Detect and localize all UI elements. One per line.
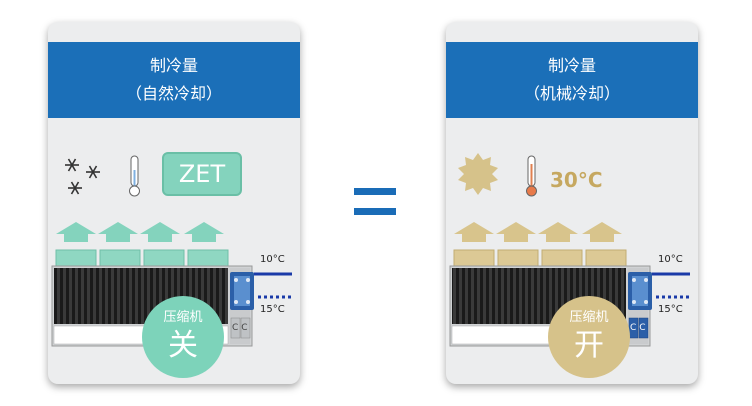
card-header: 制冷量 （机械冷却） (446, 42, 698, 118)
compressor-off-badge: 压缩机 关 (142, 296, 224, 378)
cc-label: CC (630, 323, 649, 333)
sun-icon (458, 153, 498, 195)
zet-status-box: ZET (162, 152, 242, 196)
fan-arrow-icon (56, 222, 224, 242)
equals-bar-bottom (354, 208, 396, 215)
badge-label: 压缩机 (569, 310, 609, 325)
equals-sign (354, 186, 396, 222)
cc-label: CC (232, 323, 251, 333)
card-title: 制冷量 (547, 56, 596, 75)
card-subtitle: （机械冷却） (523, 84, 620, 103)
compressor-on-badge: 压缩机 开 (548, 296, 630, 378)
equals-bar-top (354, 188, 396, 195)
card-header: 制冷量 （自然冷却） (48, 42, 300, 118)
supply-temp-label: 10°C (658, 254, 683, 265)
return-temp-label: 15°C (658, 304, 683, 315)
supply-temp-label: 10°C (260, 254, 285, 265)
badge-state: 开 (574, 328, 604, 363)
thermometer-icon (129, 155, 140, 197)
plate-heat-exchanger-icon (230, 272, 254, 310)
snowflake-icon (65, 158, 100, 195)
badge-label: 压缩机 (163, 310, 203, 325)
plate-heat-exchanger-icon (628, 272, 652, 310)
return-temp-label: 15°C (260, 304, 285, 315)
card-title: 制冷量 (149, 56, 198, 75)
fan-arrow-icon (454, 222, 622, 242)
ambient-temp-label: 30°C (550, 168, 603, 192)
thermometer-icon (526, 155, 537, 197)
card-subtitle: （自然冷却） (125, 84, 222, 103)
badge-state: 关 (168, 328, 198, 363)
